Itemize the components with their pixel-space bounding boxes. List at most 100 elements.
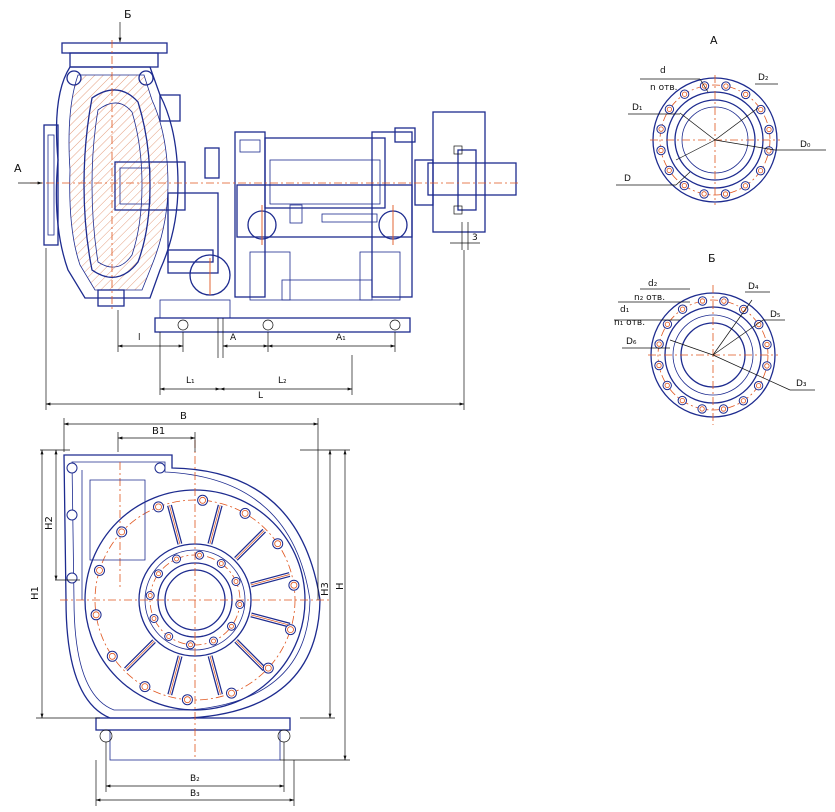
- bolt-hole: [764, 124, 774, 135]
- coupling: [427, 111, 517, 233]
- bolt-hole: [764, 146, 774, 156]
- dim-b2-label: В₂: [190, 774, 200, 784]
- bolt-inner: [155, 503, 162, 511]
- casing-rib-axis: [125, 640, 155, 670]
- bolt-hole-inner: [757, 168, 764, 174]
- bolt-inner: [211, 638, 216, 644]
- bolt: [106, 650, 118, 662]
- bolt: [272, 538, 284, 550]
- bolt-hole: [753, 381, 764, 391]
- flange-a-bolt-holes: [656, 81, 774, 199]
- bolt-inner: [174, 556, 179, 562]
- bolt-hole-inner: [679, 397, 685, 404]
- casing-ribs: [124, 504, 291, 696]
- casing-rib-axis: [169, 656, 181, 695]
- support-feet: [95, 717, 291, 731]
- bolt-inner: [290, 581, 298, 589]
- bolt-inner: [147, 593, 153, 598]
- casing-rib-axis: [235, 640, 265, 670]
- bolt-hole: [699, 189, 709, 199]
- bolt-hole-inner: [658, 126, 664, 132]
- bolt: [209, 636, 218, 646]
- bolt: [154, 462, 166, 474]
- bolt: [285, 624, 296, 636]
- casing-rib-axis: [169, 505, 181, 545]
- bolt-hole-inner: [740, 398, 747, 404]
- bolt-hole-inner: [666, 167, 672, 173]
- bolt-hole: [721, 81, 731, 91]
- dim-b-label: В: [180, 411, 187, 422]
- dim-3-label: 3: [472, 233, 478, 243]
- bolt-hole: [762, 339, 772, 350]
- bolt-hole-inner: [764, 363, 770, 369]
- bolt-hole-inner: [766, 126, 772, 133]
- bolt-hole-inner: [664, 321, 671, 327]
- bolt-hole-inner: [701, 83, 708, 89]
- bolt-hole-inner: [755, 383, 762, 389]
- bolt: [181, 694, 193, 706]
- bolt: [90, 609, 102, 621]
- bolt: [195, 550, 204, 560]
- bolt-hole: [656, 145, 666, 156]
- casing-rib-axis: [251, 614, 290, 626]
- bolt: [227, 621, 236, 631]
- bolt: [235, 600, 245, 609]
- bolt-hole-inner: [722, 191, 729, 197]
- bolt-inner: [241, 510, 249, 517]
- bolt-inner: [237, 602, 243, 607]
- bolt-hole-inner: [701, 191, 707, 197]
- bolt-hole-inner: [658, 147, 664, 154]
- bolt-inner: [228, 689, 235, 697]
- bolt-hole-inner: [656, 362, 662, 369]
- bolt-hole: [718, 404, 729, 414]
- bolt-hole: [679, 89, 690, 99]
- bolt: [66, 509, 78, 521]
- bolt: [172, 554, 181, 564]
- bolt-inner: [274, 540, 282, 548]
- dim-l-total-label: L: [258, 391, 263, 401]
- bolt: [231, 577, 241, 586]
- bolt: [197, 494, 209, 506]
- bolt-hole-inner: [666, 106, 673, 112]
- dim-a1-label: А₁: [336, 333, 346, 343]
- bolt-hole: [762, 361, 772, 371]
- bolt: [66, 462, 78, 474]
- pump-casing: [43, 42, 181, 307]
- casing-rib-axis: [209, 505, 221, 544]
- flange-a-d2-label: D₂: [758, 73, 769, 83]
- bolt: [164, 632, 174, 641]
- bolt-inner: [264, 664, 272, 672]
- bolt: [186, 640, 195, 650]
- flange-b-view: Б d₂ n₂ отв. d₁ n₁ отв. D₄ D₅ D₆ D₃: [614, 252, 815, 425]
- flange-b-d2-label: d₂: [648, 279, 658, 289]
- bolt: [153, 501, 164, 513]
- bolt-hole: [664, 165, 674, 176]
- bolt-hole-inner: [681, 91, 688, 97]
- bolt-inner: [118, 528, 126, 536]
- bolt-inner: [229, 623, 234, 629]
- bolt-inner: [233, 579, 239, 584]
- bolt-hole: [755, 166, 766, 176]
- flange-b-d4-label: D₄: [748, 282, 759, 292]
- bolt-hole: [697, 296, 708, 306]
- bolt: [139, 681, 151, 693]
- bolt-hole: [654, 339, 664, 349]
- dim-a-label: А: [230, 333, 237, 343]
- casing-bolts: [66, 462, 300, 706]
- bolt-hole: [720, 189, 731, 199]
- bolt-inner: [108, 652, 116, 660]
- dim-h-label: Н: [335, 582, 346, 590]
- bolt-hole-inner: [699, 298, 706, 304]
- bolt-hole-inner: [742, 183, 749, 189]
- flange-b-n1-holes-label: n₁ отв.: [614, 318, 645, 328]
- bolt-hole: [677, 304, 688, 314]
- bolt: [262, 662, 274, 674]
- bolt-hole: [754, 319, 764, 330]
- bolt-inner: [96, 567, 103, 574]
- bolt-hole-inner: [720, 406, 727, 412]
- casing-rib-axis: [250, 574, 290, 586]
- bolt-hole: [697, 404, 707, 414]
- dim-l-label: l: [138, 333, 141, 343]
- dim-h3-label: Н3: [320, 582, 331, 596]
